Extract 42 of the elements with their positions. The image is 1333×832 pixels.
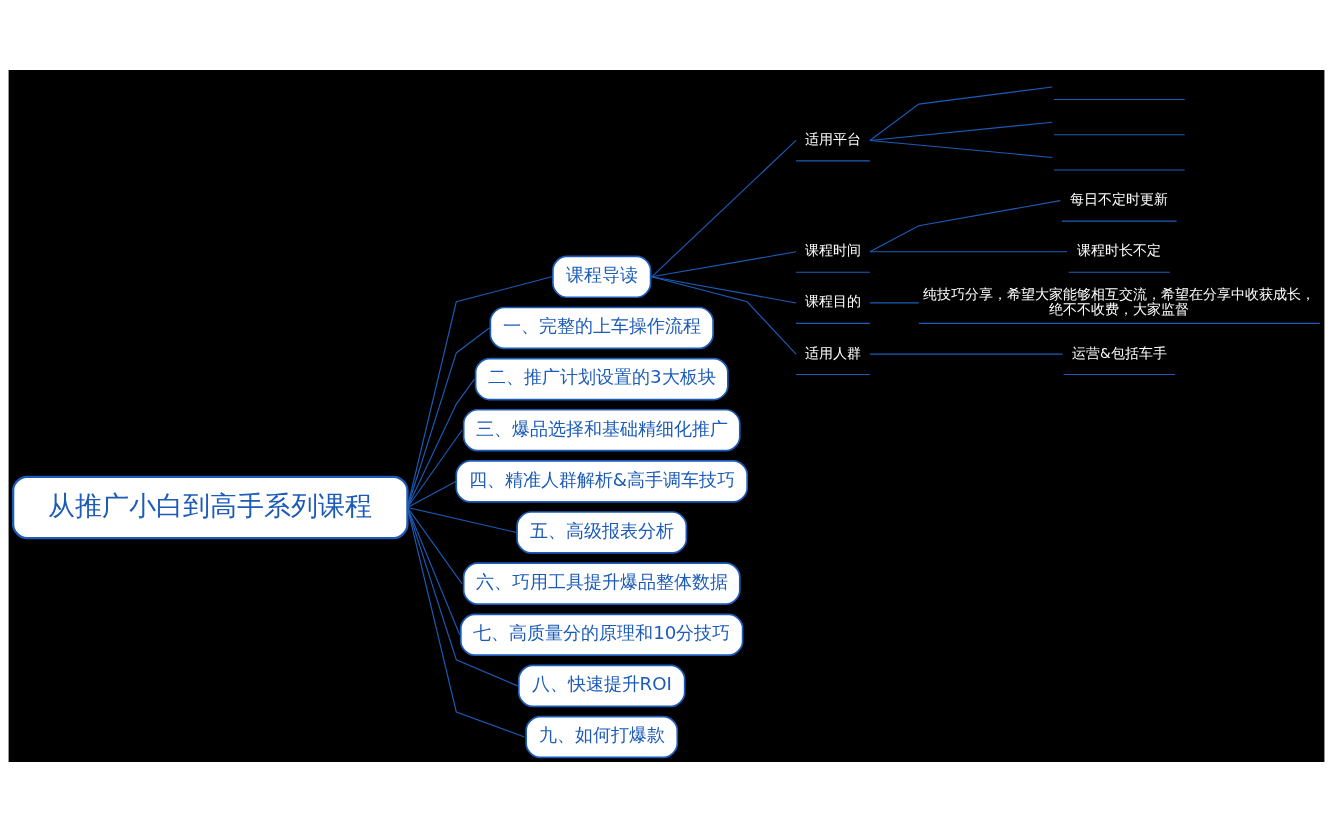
node-text: 每日不定时更新 [1070, 191, 1169, 208]
node-text: 课程时间 [804, 242, 861, 259]
node-text: 运营&包括车手 [1072, 344, 1167, 361]
connector [651, 276, 797, 355]
connector [869, 302, 920, 304]
connector [869, 139, 1053, 159]
node-box: 五、高级报表分析 [516, 511, 688, 554]
connector [869, 200, 1061, 253]
node-text: 适用人群 [804, 344, 861, 361]
node-box: 二、推广计划设置的3大板块 [474, 357, 729, 401]
connector [869, 353, 1064, 355]
connector [869, 86, 1053, 141]
connector [869, 251, 1068, 253]
connector [651, 276, 797, 304]
node-box: 九、如何打爆款 [525, 715, 679, 759]
node-underline [1053, 98, 1186, 101]
node-box: 七、高质量分的原理和10分技巧 [459, 613, 744, 657]
connector [406, 429, 463, 509]
node-text: 纯技巧分享，希望大家能够相互交流，希望在分享中收获成长，绝不不收费，大家监督 [923, 286, 1316, 317]
connector [406, 506, 518, 534]
connector [406, 506, 463, 585]
node-text: 课程时长不定 [1077, 242, 1162, 259]
node-box: 从推广小白到高手系列课程 [12, 475, 409, 540]
node-box: 四、精准人群解析&高手调车技巧 [455, 460, 749, 503]
node-box: 八、快速提升ROI [517, 664, 686, 708]
node-text: 适用平台 [804, 130, 861, 147]
node-underline [1053, 169, 1186, 171]
connector [406, 327, 490, 509]
connector [651, 139, 797, 278]
node-box: 课程导读 [552, 255, 652, 299]
node-text: 课程目的 [804, 293, 861, 310]
connector [406, 506, 461, 636]
connector [406, 480, 457, 509]
connector [406, 506, 519, 687]
node-box: 一、完整的上车操作流程 [489, 306, 714, 350]
connector [406, 506, 526, 738]
node-box: 三、爆品选择和基础精细化推广 [462, 408, 741, 452]
connector [406, 276, 553, 509]
node-box: 六、巧用工具提升爆品整体数据 [462, 562, 741, 605]
connector [651, 251, 797, 278]
node-underline [1053, 134, 1186, 136]
connector [406, 378, 476, 509]
